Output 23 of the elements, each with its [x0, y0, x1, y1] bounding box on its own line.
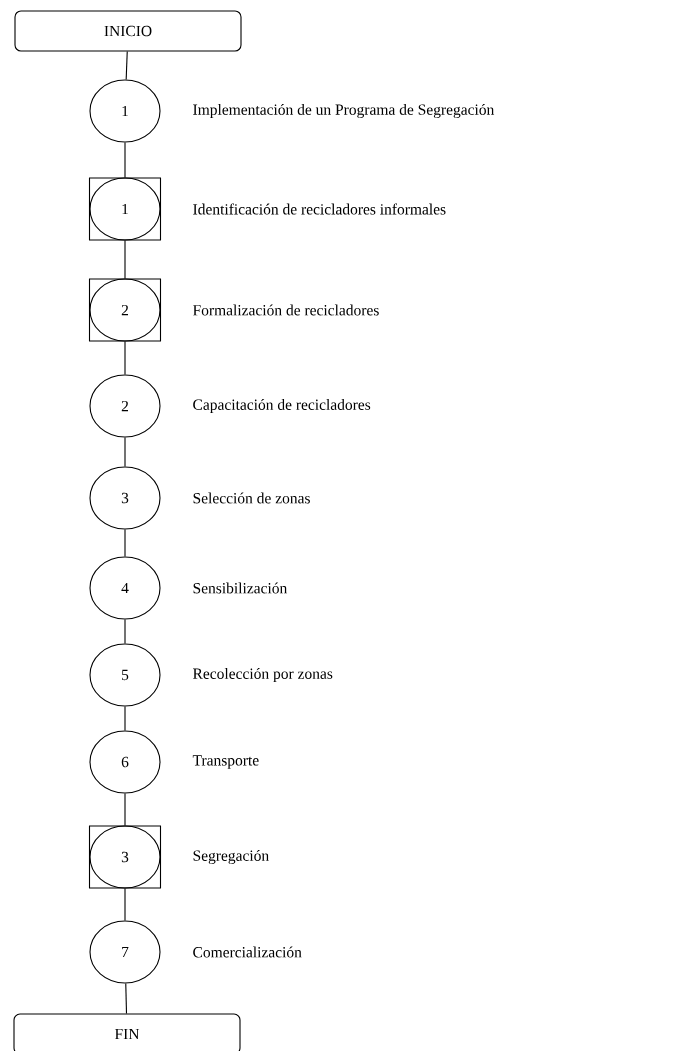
terminal-box: FIN: [13, 1013, 241, 1051]
step-description: Implementación de un Programa de Segregación: [193, 103, 495, 119]
step-description: Segregación: [193, 849, 269, 865]
terminal-box: INICIO: [14, 10, 242, 52]
connector-line: [125, 51, 128, 80]
step-description: Recolección por zonas: [193, 667, 333, 683]
connector-line: [124, 437, 126, 467]
connector-line: [124, 341, 126, 375]
step-description: Selección de zonas: [193, 492, 310, 504]
connector-line: [125, 983, 128, 1014]
step-description: Capacitación de recicladores: [193, 398, 371, 414]
connector-line: [124, 240, 126, 279]
connector-line: [124, 793, 126, 826]
step-description: Identificación de recicladores informales: [193, 203, 446, 215]
step-description: Formalización de recicladores: [193, 304, 379, 316]
connector-line: [124, 529, 126, 557]
step-description: Transporte: [192, 755, 259, 769]
step-description: Comercialización: [193, 946, 302, 958]
connector-line: [124, 888, 126, 921]
connector-line: [124, 619, 126, 644]
step-description: Sensibilización: [193, 582, 288, 594]
connector-line: [124, 142, 126, 178]
connector-line: [124, 706, 126, 731]
